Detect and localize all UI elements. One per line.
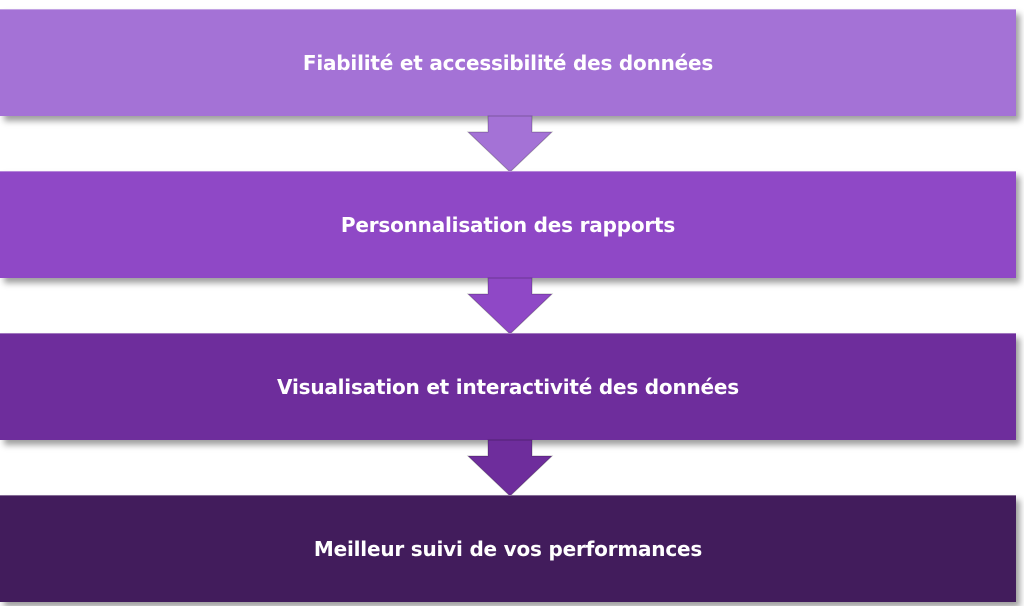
down-arrow-2 xyxy=(466,277,554,335)
down-arrow-3-shape xyxy=(466,439,554,497)
down-arrow-2-shape xyxy=(466,277,554,335)
down-arrow-3 xyxy=(466,439,554,497)
down-arrow-1-shape xyxy=(466,115,554,173)
down-arrow-1 xyxy=(466,115,554,173)
step-label-2: Personnalisation des rapports xyxy=(340,213,676,237)
step-box-1: Fiabilité et accessibilité des données xyxy=(0,9,1016,116)
step-label-4: Meilleur suivi de vos performances xyxy=(313,537,703,561)
step-box-3: Visualisation et interactivité des donné… xyxy=(0,333,1016,440)
step-box-2: Personnalisation des rapports xyxy=(0,171,1016,278)
step-label-1: Fiabilité et accessibilité des données xyxy=(302,51,714,75)
step-box-4: Meilleur suivi de vos performances xyxy=(0,495,1016,602)
step-label-3: Visualisation et interactivité des donné… xyxy=(277,375,739,399)
